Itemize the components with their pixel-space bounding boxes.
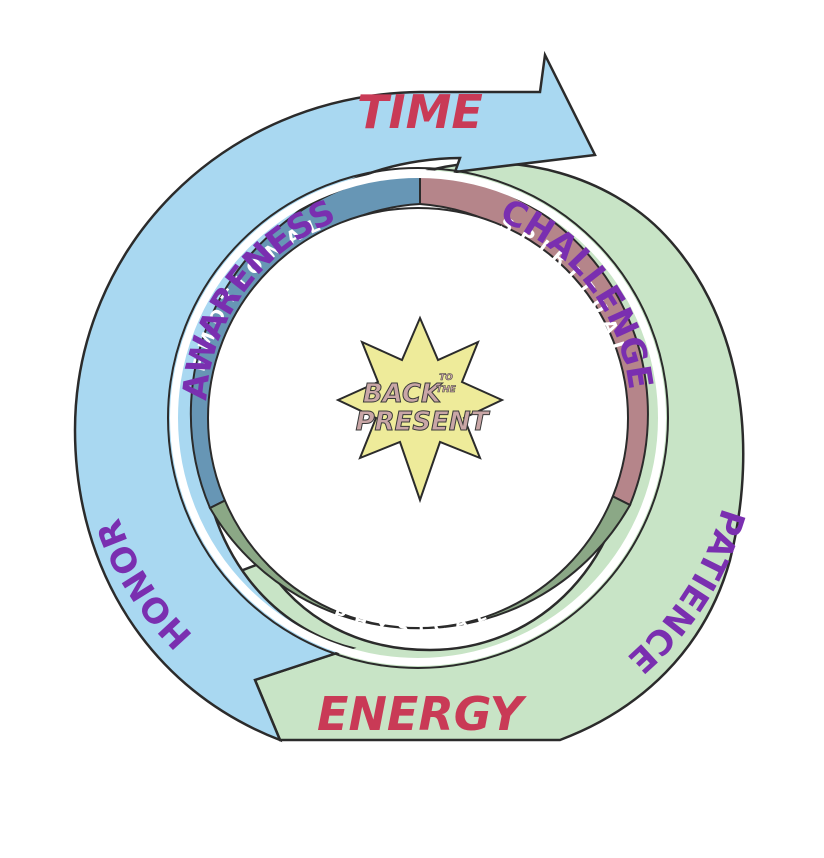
inner-ring-outline [167,167,669,669]
energy-label: ENERGY [317,687,528,741]
logo-present: PRESENT [356,407,491,437]
logo-the: THE [436,385,457,395]
inner-ring-outline-2 [170,170,666,666]
logo-to: TO [439,373,453,383]
star-burst-icon [335,315,505,504]
logo-back: BACK [363,379,443,409]
time-label: TIME [357,85,483,139]
